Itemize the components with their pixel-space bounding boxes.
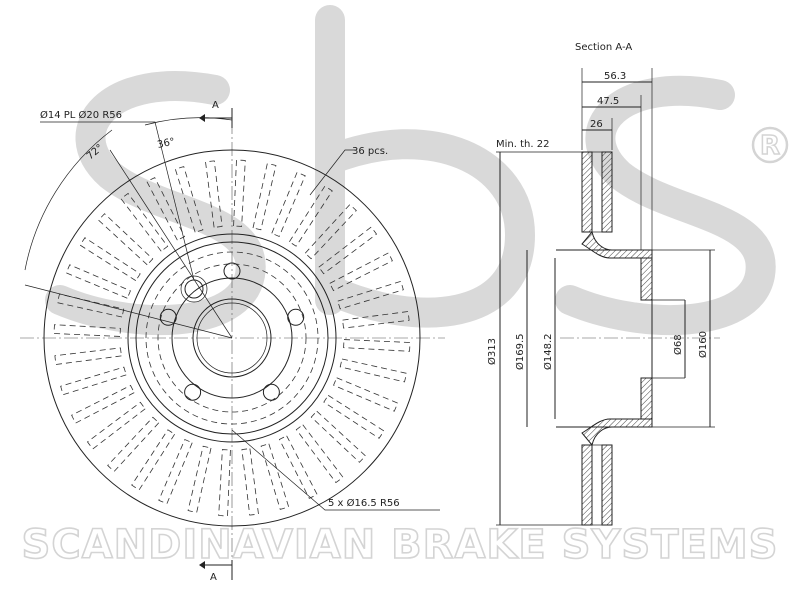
vane bbox=[174, 166, 204, 233]
vane bbox=[158, 439, 193, 505]
vane bbox=[57, 293, 125, 318]
rotor-cross-section bbox=[556, 151, 685, 526]
bolt-hole bbox=[287, 308, 305, 326]
vane bbox=[252, 163, 277, 231]
dim-hat-outer: Ø169.5 bbox=[514, 334, 526, 371]
vane bbox=[53, 324, 121, 337]
vane bbox=[337, 280, 404, 310]
registered-mark: R bbox=[751, 126, 789, 164]
vane bbox=[260, 443, 290, 510]
vane bbox=[187, 445, 212, 513]
dim-bolt-circle: Ø160 bbox=[697, 331, 709, 358]
center-bore bbox=[192, 298, 272, 378]
hole-spec-label: Ø14 PL Ø20 R56 bbox=[40, 109, 122, 121]
disc-outer-edge bbox=[43, 149, 421, 527]
vane bbox=[310, 410, 366, 463]
angle-arc-36 bbox=[144, 117, 233, 126]
vane bbox=[60, 366, 127, 396]
registered-mark-letter: R bbox=[760, 131, 780, 161]
vane bbox=[205, 160, 223, 228]
vane bbox=[65, 264, 131, 299]
vane bbox=[323, 394, 385, 439]
vane bbox=[318, 226, 378, 275]
dim-thickness: 26 bbox=[590, 119, 603, 130]
vane bbox=[271, 171, 306, 237]
vane bbox=[120, 192, 169, 252]
bolt-hole bbox=[184, 383, 202, 401]
vane bbox=[71, 384, 135, 424]
angle-36-label: 36° bbox=[156, 136, 176, 150]
dim-overall-height: 56.3 bbox=[604, 71, 626, 82]
dim-offset: 47.5 bbox=[597, 96, 619, 107]
section-marker-bottom: A bbox=[210, 572, 217, 583]
angle-arc-72 bbox=[24, 129, 113, 271]
vane bbox=[329, 252, 393, 292]
vane bbox=[218, 449, 231, 517]
vane bbox=[131, 429, 176, 491]
front-view: A A Ø14 PL Ø20 R56 72° 36° 36 pcs. 5 x Ø… bbox=[20, 100, 445, 583]
vane bbox=[241, 448, 259, 516]
section-title: Section A-A bbox=[575, 42, 632, 53]
vane bbox=[107, 416, 160, 472]
vane bbox=[288, 185, 333, 247]
company-name-watermark: SCANDINAVIAN BRAKE SYSTEMS bbox=[22, 522, 779, 568]
bolt-hole bbox=[262, 383, 280, 401]
min-thickness-label: Min. th. 22 bbox=[496, 139, 549, 150]
dim-center-bore: Ø68 bbox=[672, 334, 684, 355]
vane bbox=[304, 204, 357, 260]
vane bbox=[79, 237, 141, 282]
vane bbox=[295, 424, 344, 484]
bolt-hole bbox=[223, 262, 241, 280]
bolt-holes-label: 5 x Ø16.5 R56 bbox=[328, 497, 400, 509]
vane-count-label: 36 pcs. bbox=[352, 146, 388, 157]
bolt-hole bbox=[159, 308, 177, 326]
vane bbox=[342, 311, 410, 329]
bolt-holes bbox=[159, 262, 305, 401]
vane bbox=[98, 213, 154, 266]
vane bbox=[343, 339, 411, 352]
vane bbox=[54, 347, 122, 365]
dim-outer-diameter: Ø313 bbox=[486, 338, 498, 365]
cooling-vanes bbox=[53, 159, 411, 517]
vane bbox=[333, 377, 399, 412]
vane bbox=[233, 159, 246, 227]
section-view: Section A-A 56.3 47.5 26 Min. th. 22 bbox=[486, 42, 720, 526]
hat-outline bbox=[145, 251, 319, 425]
section-marker-top: A bbox=[212, 100, 219, 111]
vane bbox=[339, 358, 407, 383]
vane bbox=[86, 401, 146, 450]
dim-hat-inner: Ø148.2 bbox=[542, 334, 554, 371]
vane bbox=[146, 177, 186, 241]
vane bbox=[278, 435, 318, 499]
